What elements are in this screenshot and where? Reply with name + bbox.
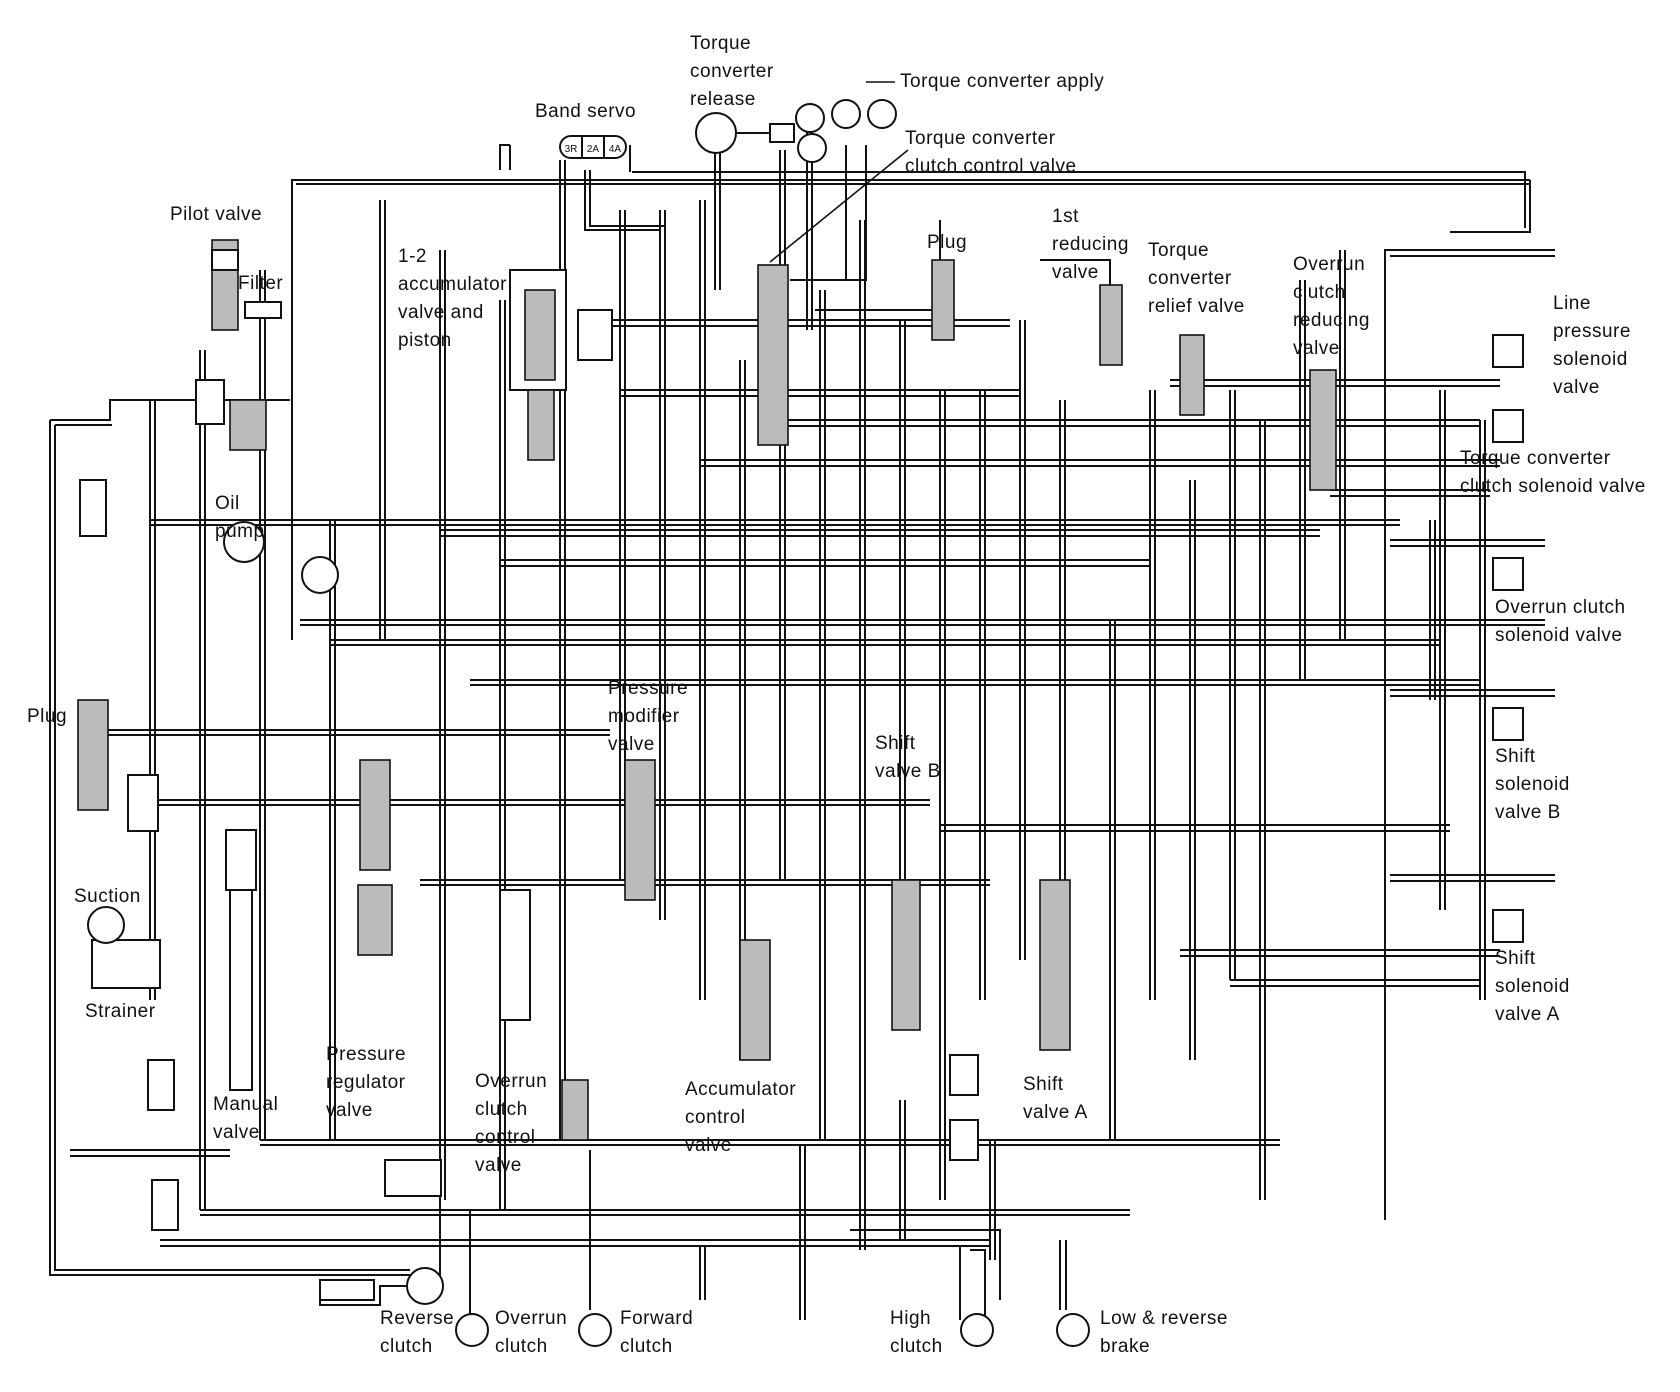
label-filter: Filter [238, 273, 284, 294]
band-servo-port-2a: 2A [587, 144, 600, 155]
label-shift-solenoid-b: Shift solenoid valve B [1495, 746, 1570, 823]
label-plug-left: Plug [27, 706, 68, 727]
label-band-servo: Band servo [535, 101, 637, 122]
label-forward-clutch: Forward clutch [620, 1308, 694, 1357]
pump-circle-2 [301, 556, 339, 594]
label-shift-valve-a: Shift valve A [1023, 1074, 1088, 1123]
tc-apply-circle-2 [831, 99, 861, 129]
label-plug-top: Plug [927, 232, 968, 253]
label-pilot-valve: Pilot valve [170, 204, 263, 225]
tc-apply-circle-3 [867, 99, 897, 129]
label-reverse-clutch: Reverse clutch [380, 1308, 455, 1357]
tc-apply-circle-1 [795, 103, 825, 133]
label-tc-apply: Torque converter apply [900, 71, 1105, 92]
label-overrun-clutch: Overrun clutch [495, 1308, 568, 1357]
circles [87, 99, 1090, 1347]
label-tc-relief: Torque converter relief valve [1148, 240, 1245, 317]
label-shift-solenoid-a: Shift solenoid valve A [1495, 948, 1570, 1025]
label-tc-release: Torque converter release [690, 33, 774, 110]
label-accumulator-control: Accumulator control valve [685, 1079, 797, 1156]
label-tcc-control-valve: Torque converter clutch control valve [905, 128, 1077, 177]
band-servo-port-4a: 4A [609, 144, 622, 155]
label-high-clutch: High clutch [890, 1308, 943, 1357]
overrun-clutch-circle [455, 1313, 489, 1347]
high-clutch-circle [960, 1313, 994, 1347]
label-tcc-solenoid: Torque converter clutch solenoid valve [1460, 448, 1646, 497]
label-pressure-regulator: Pressure regulator valve [326, 1044, 407, 1121]
suction-circle [87, 906, 125, 944]
label-shift-valve-b: Shift valve B [875, 733, 941, 782]
label-overrun-control: Overrun clutch control valve [475, 1071, 548, 1176]
label-strainer: Strainer [85, 1001, 156, 1022]
reverse-clutch-circle [406, 1267, 444, 1305]
label-line-pressure-solenoid: Line pressure solenoid valve [1553, 293, 1631, 398]
oil-pump-circle [223, 521, 265, 563]
label-overrun-reducing: Overrun clutch reducing valve [1293, 254, 1370, 359]
label-oil-pump: Oil pump [215, 493, 265, 542]
label-pressure-modifier: Pressure modifier valve [608, 678, 689, 755]
leader-lines [769, 81, 909, 263]
forward-clutch-circle [578, 1313, 612, 1347]
label-low-reverse-brake: Low & reverse brake [1100, 1308, 1228, 1357]
label-manual-valve: Manual valve [213, 1094, 279, 1143]
band-servo-port-3r: 3R [565, 144, 578, 155]
valve-bodies [77, 239, 1524, 1301]
label-12-accumulator: 1-2 accumulator valve and piston [398, 246, 507, 351]
label-overrun-solenoid: Overrun clutch solenoid valve [1495, 597, 1626, 646]
label-suction: Suction [74, 886, 141, 907]
label-1st-reducing: 1st reducing valve [1052, 206, 1129, 283]
band-servo-body [559, 135, 627, 159]
tc-release-circle [695, 112, 737, 154]
tc-apply-circle-4 [797, 133, 827, 163]
low-reverse-brake-circle [1056, 1313, 1090, 1347]
